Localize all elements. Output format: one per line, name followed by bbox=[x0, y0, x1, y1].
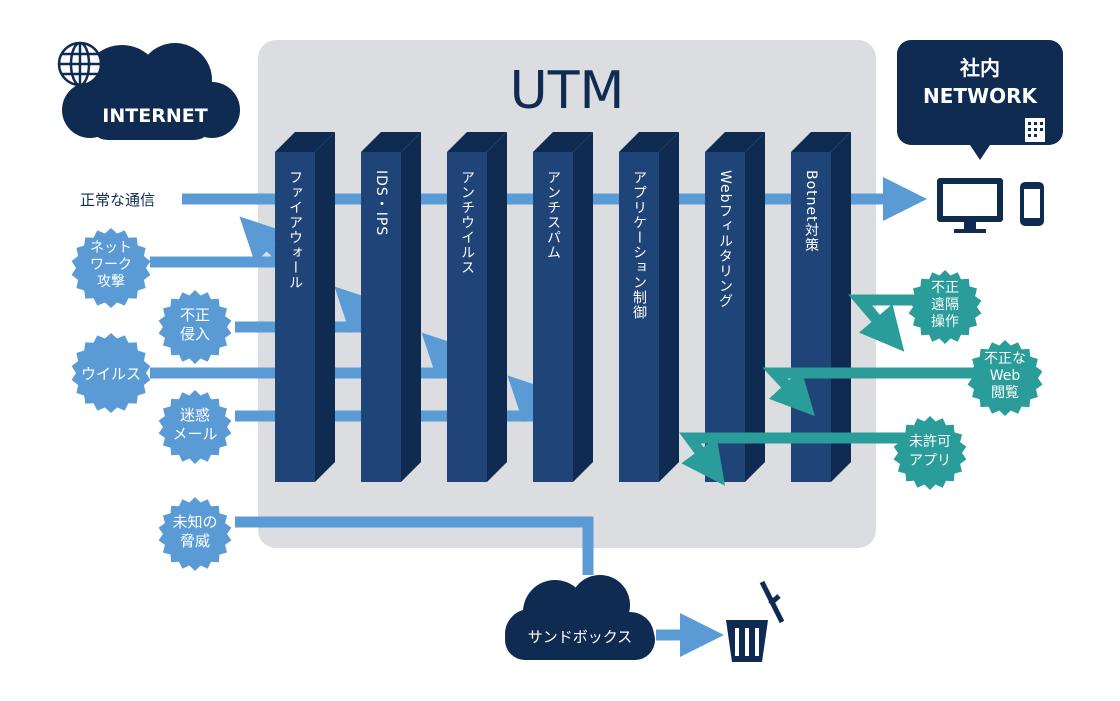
company-network-callout: 社内 NETWORK bbox=[897, 40, 1063, 160]
sandbox-cloud: サンドボックス bbox=[505, 575, 655, 660]
layer-label: アプリケーション制御 bbox=[631, 170, 647, 320]
bad-web-badge: 不正な Web 閲覧 bbox=[967, 340, 1043, 416]
layer-1: ファイアウォール bbox=[275, 132, 335, 482]
svg-text:NETWORK: NETWORK bbox=[923, 84, 1039, 108]
svg-text:操作: 操作 bbox=[931, 314, 959, 330]
svg-text:INTERNET: INTERNET bbox=[102, 105, 207, 127]
svg-text:ワーク: ワーク bbox=[90, 257, 132, 273]
layer-3: アンチウイルス bbox=[447, 132, 507, 482]
monitor-icon bbox=[937, 178, 1003, 233]
security-layers: ファイアウォール IDS・IPS アンチウイルス アンチスパム アプリケーション制御 We… bbox=[275, 132, 851, 482]
layer-6: Webフィルタリング bbox=[705, 132, 765, 482]
svg-text:ネット: ネット bbox=[90, 240, 132, 256]
svg-text:不正: 不正 bbox=[180, 306, 210, 324]
layer-label: Botnet対策 bbox=[803, 170, 819, 253]
unknown-arrow bbox=[235, 516, 594, 575]
network-attack-badge: ネット ワーク 攻撃 bbox=[71, 228, 151, 308]
svg-text:不正な: 不正な bbox=[984, 351, 1026, 367]
svg-text:社内: 社内 bbox=[959, 56, 1000, 80]
virus-badge: ウイルス bbox=[71, 333, 151, 413]
smartphone-icon bbox=[1020, 182, 1044, 226]
layer-5: アプリケーション制御 bbox=[619, 132, 679, 482]
blocked-arrows bbox=[679, 294, 975, 486]
svg-text:遠隔: 遠隔 bbox=[931, 297, 959, 313]
svg-text:Web: Web bbox=[990, 368, 1021, 384]
layer-2: IDS・IPS bbox=[361, 132, 421, 482]
internet-cloud: INTERNET bbox=[62, 43, 240, 140]
svg-text:脅威: 脅威 bbox=[180, 532, 210, 550]
layer-label: Webフィルタリング bbox=[717, 170, 733, 309]
svg-text:ウイルス: ウイルス bbox=[81, 365, 141, 383]
svg-text:閲覧: 閲覧 bbox=[991, 384, 1019, 401]
svg-text:アプリ: アプリ bbox=[909, 453, 951, 469]
layer-label: ファイアウォール bbox=[287, 170, 303, 290]
network-attack-arrow bbox=[150, 216, 299, 268]
svg-text:迷惑: 迷惑 bbox=[180, 406, 210, 424]
building-icon bbox=[1025, 118, 1045, 142]
layer-7: Botnet対策 bbox=[791, 132, 851, 482]
svg-text:メール: メール bbox=[172, 425, 217, 443]
remote-blocked-arrow bbox=[848, 294, 915, 352]
svg-text:未許可: 未許可 bbox=[909, 434, 951, 450]
web-blocked-arrow bbox=[762, 367, 975, 417]
intrusion-badge: 不正 侵入 bbox=[158, 290, 232, 364]
svg-text:侵入: 侵入 bbox=[180, 325, 210, 343]
layer-4: アンチスパム bbox=[533, 132, 593, 482]
svg-text:攻撃: 攻撃 bbox=[97, 274, 125, 290]
utm-title: UTM bbox=[510, 61, 625, 121]
trash-icon bbox=[726, 580, 785, 662]
app-blocked-arrow bbox=[679, 432, 905, 486]
normal-traffic-label: 正常な通信 bbox=[80, 191, 155, 209]
layer-label: アンチウイルス bbox=[459, 170, 475, 275]
svg-text:未知の: 未知の bbox=[172, 513, 217, 531]
globe-icon bbox=[57, 41, 103, 87]
unknown-threat-badge: 未知の 脅威 bbox=[158, 497, 232, 571]
svg-text:サンドボックス: サンドボックス bbox=[528, 628, 633, 646]
svg-text:不正: 不正 bbox=[931, 280, 959, 296]
layer-label: アンチスパム bbox=[545, 170, 561, 260]
spam-badge: 迷惑 メール bbox=[158, 390, 232, 464]
unauthorized-app-badge: 未許可 アプリ bbox=[893, 416, 967, 490]
remote-control-badge: 不正 遠隔 操作 bbox=[908, 270, 982, 344]
layer-label: IDS・IPS bbox=[373, 170, 389, 236]
